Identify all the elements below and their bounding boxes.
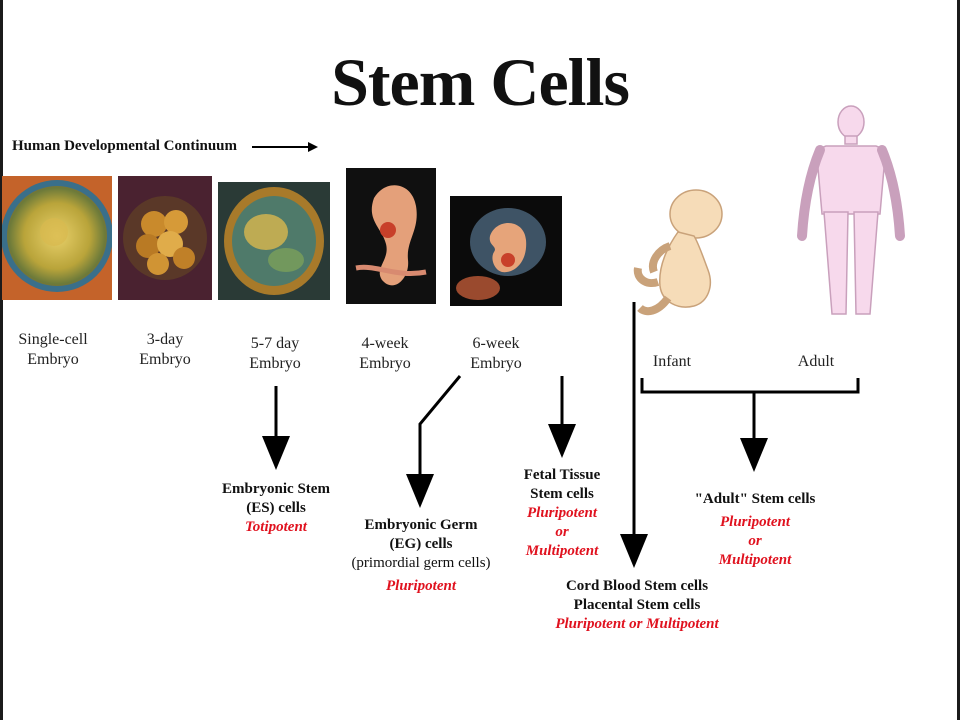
four-week-embryo-photo — [346, 168, 436, 304]
fetal-line1: Fetal Tissue — [523, 467, 601, 483]
cord-arrow-head-icon — [620, 534, 648, 568]
page-title: Stem Cells — [331, 44, 630, 120]
left-border-line — [0, 0, 3, 720]
single-cell-embryo-photo — [2, 176, 112, 300]
fetal-potency-1: Pluripotent — [526, 505, 597, 521]
stage-line1: 4-week — [361, 335, 409, 352]
es-cells-label: Embryonic Stem (ES) cells Totipotent — [196, 480, 356, 537]
eg-arrow-line — [418, 375, 462, 476]
adult-arrow-head-icon — [740, 438, 768, 472]
stage-label-four-week: 4-week Embryo — [325, 334, 445, 374]
stage-label-six-week: 6-week Embryo — [436, 334, 556, 374]
fetal-line2: Stem cells — [530, 486, 594, 502]
cord-potency: Pluripotent or Multipotent — [555, 616, 719, 632]
infant-adult-bracket — [640, 378, 860, 394]
infant-figure-icon — [628, 186, 728, 322]
infant-label: Infant — [652, 353, 692, 370]
fetal-arrow-head-icon — [548, 424, 576, 458]
adult-cells-label: "Adult" Stem cells Pluripotent or Multip… — [670, 490, 840, 570]
stage-line2: Embryo — [139, 351, 191, 368]
eg-potency: Pluripotent — [385, 578, 456, 594]
fetal-potency-3: Multipotent — [525, 543, 599, 559]
adult-line1: "Adult" Stem cells — [694, 491, 816, 507]
continuum-text: Human Developmental Continuum — [12, 138, 238, 154]
six-week-embryo-photo — [450, 196, 562, 306]
adult-potency-2: or — [748, 533, 762, 549]
adult-figure-icon — [796, 104, 906, 322]
stage-line2: Embryo — [27, 351, 79, 368]
es-arrow-head-icon — [262, 436, 290, 470]
right-border-line — [957, 0, 960, 720]
fetal-potency-2: or — [555, 524, 569, 540]
es-potency: Totipotent — [245, 519, 307, 535]
stage-label-three-day: 3-day Embryo — [105, 330, 225, 370]
stage-line2: Embryo — [359, 355, 411, 372]
stage-line1: 6-week — [472, 335, 520, 352]
eg-arrow-head-icon — [406, 474, 434, 508]
stage-line2: Embryo — [249, 355, 301, 372]
adult-label: Adult — [797, 353, 835, 370]
stage-label-five-seven-day: 5-7 day Embryo — [215, 334, 335, 374]
eg-line2: (EG) cells — [389, 536, 453, 552]
eg-note: (primordial germ cells) — [351, 555, 491, 571]
five-seven-day-embryo-photo — [218, 182, 330, 300]
stage-line1: Single-cell — [18, 331, 88, 348]
continuum-arrow-icon — [252, 142, 318, 152]
stage-line1: 5-7 day — [250, 335, 300, 352]
stage-line2: Embryo — [470, 355, 522, 372]
adult-potency-3: Multipotent — [718, 552, 792, 568]
cord-cells-label: Cord Blood Stem cells Placental Stem cel… — [534, 577, 740, 634]
eg-cells-label: Embryonic Germ (EG) cells (primordial ge… — [326, 516, 516, 596]
es-line2: (ES) cells — [246, 500, 306, 516]
eg-line1: Embryonic Germ — [364, 517, 478, 533]
fetal-cells-label: Fetal Tissue Stem cells Pluripotent or M… — [504, 466, 620, 561]
stage-line1: 3-day — [146, 331, 184, 348]
adult-potency-1: Pluripotent — [719, 514, 790, 530]
three-day-embryo-photo — [118, 176, 212, 300]
continuum-label: Human Developmental Continuum — [12, 138, 237, 155]
es-line1: Embryonic Stem — [222, 481, 330, 497]
cord-line1: Cord Blood Stem cells — [565, 578, 709, 594]
cord-line2: Placental Stem cells — [573, 597, 701, 613]
stage-label-single-cell: Single-cell Embryo — [0, 330, 113, 370]
